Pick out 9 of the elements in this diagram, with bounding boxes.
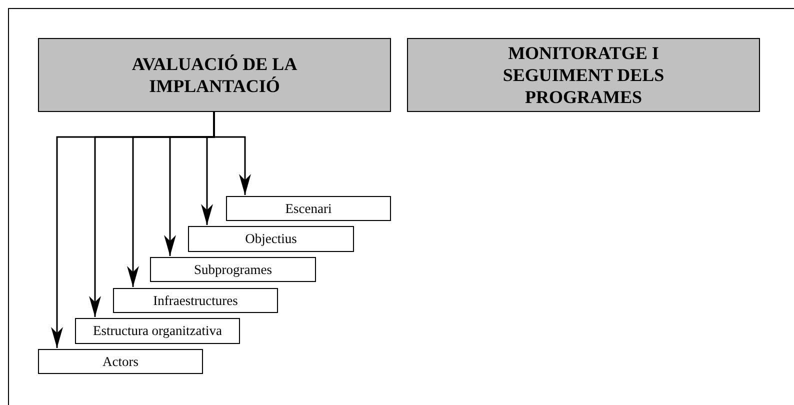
item-box: Escenari xyxy=(226,196,391,221)
item-box: Actors xyxy=(38,349,203,374)
item-box: Objectius xyxy=(188,226,354,252)
heading-box: MONITORATGE I SEGUIMENT DELS PROGRAMES xyxy=(407,38,760,112)
item-box: Infraestructures xyxy=(113,288,278,313)
item-box: Estructura organitzativa xyxy=(75,318,240,344)
item-box: Subprogrames xyxy=(150,257,316,282)
heading-box: AVALUACIÓ DE LA IMPLANTACIÓ xyxy=(38,38,391,112)
arrow xyxy=(51,112,215,348)
